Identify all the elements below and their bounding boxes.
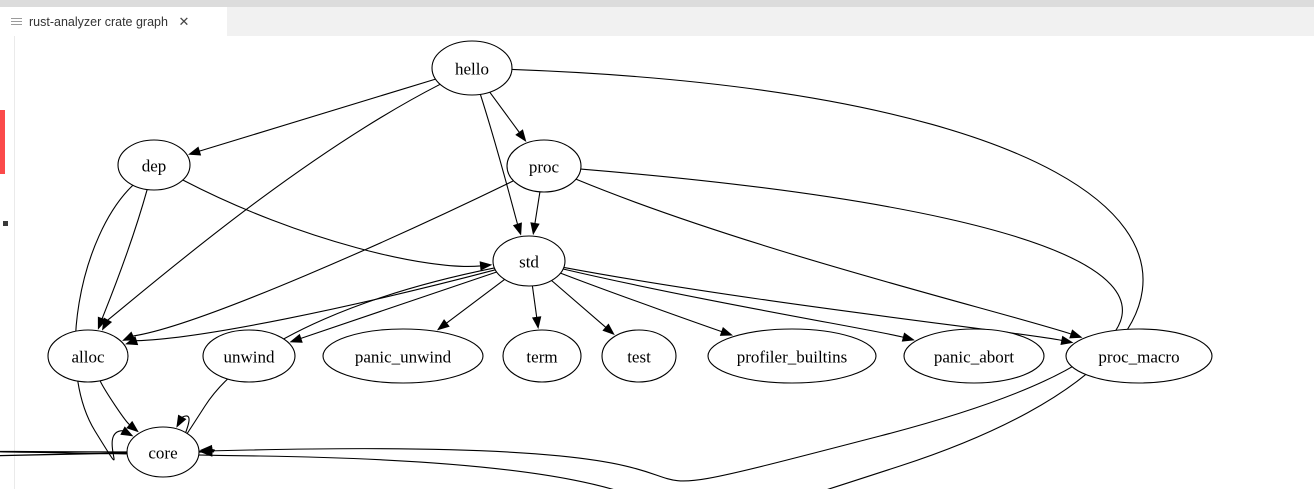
edge-proc-to-std xyxy=(534,191,541,224)
graph-node-proc[interactable]: proc xyxy=(506,139,582,193)
edge-layer xyxy=(0,68,1144,489)
graph-node-alloc[interactable]: alloc xyxy=(47,329,129,383)
node-label: proc_macro xyxy=(1098,348,1179,367)
node-label: proc xyxy=(529,158,560,177)
edge-hello-to-std xyxy=(479,94,519,225)
edge-std-to-core xyxy=(181,267,495,439)
edge-proc-to-core xyxy=(0,168,1123,482)
arrowhead-std-to-panic_abort xyxy=(901,332,915,342)
graph-node-proc_macro[interactable]: proc_macro xyxy=(1065,328,1213,384)
node-shape xyxy=(202,329,296,383)
graph-node-unwind[interactable]: unwind xyxy=(202,329,296,383)
node-shape xyxy=(707,328,877,384)
node-shape xyxy=(126,426,200,478)
tab-rust-analyzer-crate-graph[interactable]: rust-analyzer crate graph ✕ xyxy=(0,7,227,36)
graph-node-profiler_builtins[interactable]: profiler_builtins xyxy=(707,328,877,384)
edge-std-to-term xyxy=(531,285,538,318)
editor-tab-bar: rust-analyzer crate graph ✕ xyxy=(0,7,1314,36)
arrowhead-dep-to-alloc xyxy=(97,316,107,330)
edge-std-to-proc_macro xyxy=(563,266,1062,341)
node-shape xyxy=(322,328,484,384)
node-label: term xyxy=(526,348,557,367)
arrowhead-std-to-core xyxy=(176,414,187,428)
edge-proc-to-alloc xyxy=(132,180,514,337)
node-shape xyxy=(506,139,582,193)
node-label: std xyxy=(519,253,539,272)
node-label: unwind xyxy=(224,348,276,367)
node-label: alloc xyxy=(71,348,104,367)
node-label: profiler_builtins xyxy=(737,348,847,367)
edge-dep-to-alloc xyxy=(101,189,148,319)
edge-dep-to-std xyxy=(182,179,481,267)
node-label: core xyxy=(148,444,177,463)
arrowhead-hello-to-proc xyxy=(515,129,527,143)
arrowhead-proc-to-proc_macro xyxy=(1069,329,1083,339)
node-label: dep xyxy=(142,157,167,176)
graph-node-term[interactable]: term xyxy=(502,329,582,383)
node-shape xyxy=(117,139,191,191)
close-icon[interactable]: ✕ xyxy=(178,14,190,29)
edge-std-to-panic_abort xyxy=(562,268,904,338)
arrowhead-std-to-unwind xyxy=(289,333,303,343)
edge-std-to-unwind xyxy=(300,271,497,339)
edge-std-to-panic_unwind xyxy=(446,278,505,324)
graph-node-panic_abort[interactable]: panic_abort xyxy=(903,328,1045,384)
editor-overview-ruler[interactable] xyxy=(0,36,15,489)
node-shape xyxy=(492,235,566,287)
edge-std-to-alloc xyxy=(136,269,496,342)
graph-node-dep[interactable]: dep xyxy=(117,139,191,191)
arrowhead-alloc-to-core xyxy=(126,420,139,433)
arrowhead-std-to-panic_unwind xyxy=(437,319,450,331)
edge-alloc-to-core xyxy=(99,380,130,426)
edge-std-to-test xyxy=(551,280,607,328)
arrowhead-std-to-proc_macro xyxy=(1060,335,1074,345)
arrowhead-proc-to-alloc xyxy=(122,331,136,341)
arrowhead-hello-to-std xyxy=(512,222,522,236)
node-layer: hello dep proc std alloc unwind panic_unwind te… xyxy=(47,40,1213,478)
edge-std-to-profiler_builtins xyxy=(560,272,722,333)
title-bar-strip xyxy=(0,0,1314,7)
arrowhead-std-to-profiler_builtins xyxy=(719,327,734,336)
node-label: hello xyxy=(455,60,489,79)
crate-graph-svg: hello dep proc std alloc unwind panic_unwind te… xyxy=(0,40,1213,489)
node-label: test xyxy=(627,348,651,367)
node-shape xyxy=(431,40,513,96)
graph-node-panic_unwind[interactable]: panic_unwind xyxy=(322,328,484,384)
symbol-marker xyxy=(3,221,8,226)
edge-hello-to-proc xyxy=(489,91,520,133)
arrowhead-std-to-term xyxy=(531,316,542,330)
node-label: panic_unwind xyxy=(355,348,452,367)
graph-node-core[interactable]: core xyxy=(126,426,200,478)
arrowhead-hello-to-dep xyxy=(187,146,202,156)
hamburger-icon xyxy=(10,15,23,28)
tab-title: rust-analyzer crate graph xyxy=(29,14,168,29)
arrowhead-proc-to-std xyxy=(530,222,540,236)
graph-node-hello[interactable]: hello xyxy=(431,40,513,96)
node-shape xyxy=(1065,328,1213,384)
node-shape xyxy=(903,328,1045,384)
node-shape xyxy=(502,329,582,383)
graph-node-test[interactable]: test xyxy=(601,329,677,383)
node-label: panic_abort xyxy=(934,348,1015,367)
arrowhead-std-to-test xyxy=(602,323,615,336)
arrowhead-dep-to-std xyxy=(479,261,493,271)
node-shape xyxy=(47,329,129,383)
edge-hello-to-core xyxy=(0,68,1144,489)
arrowhead-std-to-alloc xyxy=(125,336,139,346)
graph-node-std[interactable]: std xyxy=(492,235,566,287)
edge-dep-to-core xyxy=(74,184,134,461)
node-shape xyxy=(601,329,677,383)
edge-hello-to-dep xyxy=(199,78,436,152)
edge-hello-to-alloc xyxy=(107,83,441,321)
arrowhead-dep-to-core xyxy=(120,426,134,437)
crate-graph-canvas[interactable]: hello dep proc std alloc unwind panic_unwind te… xyxy=(0,36,1314,489)
arrowhead-proc-to-core xyxy=(200,447,213,457)
edge-proc-to-proc_macro xyxy=(575,178,1072,335)
error-marker xyxy=(0,110,5,174)
